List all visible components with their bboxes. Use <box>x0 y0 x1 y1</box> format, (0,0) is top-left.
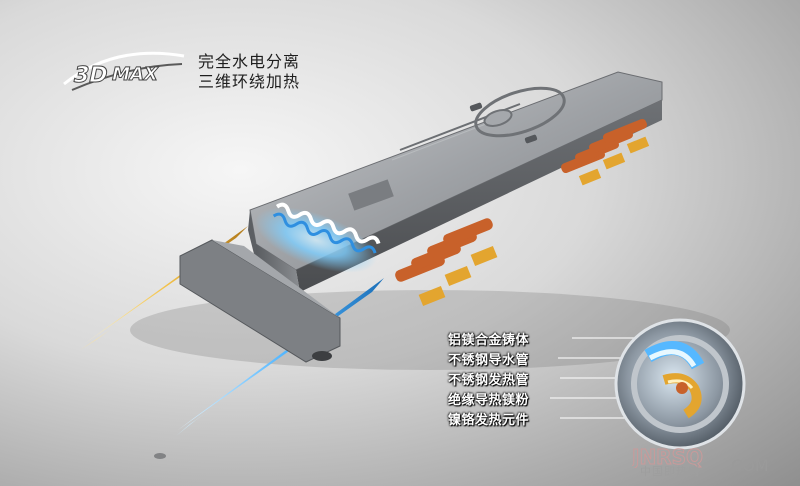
legend-label-magnesium-powder: 绝缘导热镁粉 <box>448 392 530 408</box>
legend-label-water-tube: 不锈钢导水管 <box>448 352 530 368</box>
site-watermark: JNRSQ 中国即热网 .COM <box>632 446 792 480</box>
legend-item: 镍铬发热元件 <box>448 408 529 428</box>
legend-item: 不锈钢发热管 <box>448 368 529 388</box>
watermark-domain: .COM <box>726 456 769 475</box>
headline-line-1: 完全水电分离 <box>198 52 301 71</box>
hot-water-pipe <box>80 226 248 350</box>
svg-text:3D: 3D <box>71 62 110 88</box>
mounting-bracket <box>154 239 341 459</box>
inner-coil <box>255 202 381 273</box>
svg-text:MAX: MAX <box>110 64 160 85</box>
watermark-site-name: 中国即热网 <box>640 465 700 478</box>
heater-terminals-rear <box>561 118 650 186</box>
3dmax-logo: 3D MAX <box>63 51 185 91</box>
heater-terminals-front <box>395 218 498 307</box>
legend-item: 不锈钢导水管 <box>448 348 529 368</box>
svg-text:JNRSQ: JNRSQ <box>632 446 703 468</box>
legend-label-alloy-body: 铝镁合金铸体 <box>448 332 530 348</box>
cross-section-magnifier <box>614 318 746 450</box>
headline-line-2: 三维环绕加热 <box>198 72 301 91</box>
legend-item: 绝缘导热镁粉 <box>448 388 529 408</box>
jnrsq-watermark-logo: JNRSQ <box>632 446 704 468</box>
heater-body <box>248 71 663 292</box>
legend-label-nichrome-element: 镍铬发热元件 <box>448 412 530 428</box>
legend-item: 铝镁合金铸体 <box>448 328 529 348</box>
legend-label-heating-tube: 不锈钢发热管 <box>448 372 530 388</box>
component-legend: 铝镁合金铸体 不锈钢导水管 不锈钢发热管 绝缘导热镁粉 镍铬发热元件 <box>448 328 529 428</box>
product-headline: 完全水电分离 三维环绕加热 <box>198 52 300 92</box>
